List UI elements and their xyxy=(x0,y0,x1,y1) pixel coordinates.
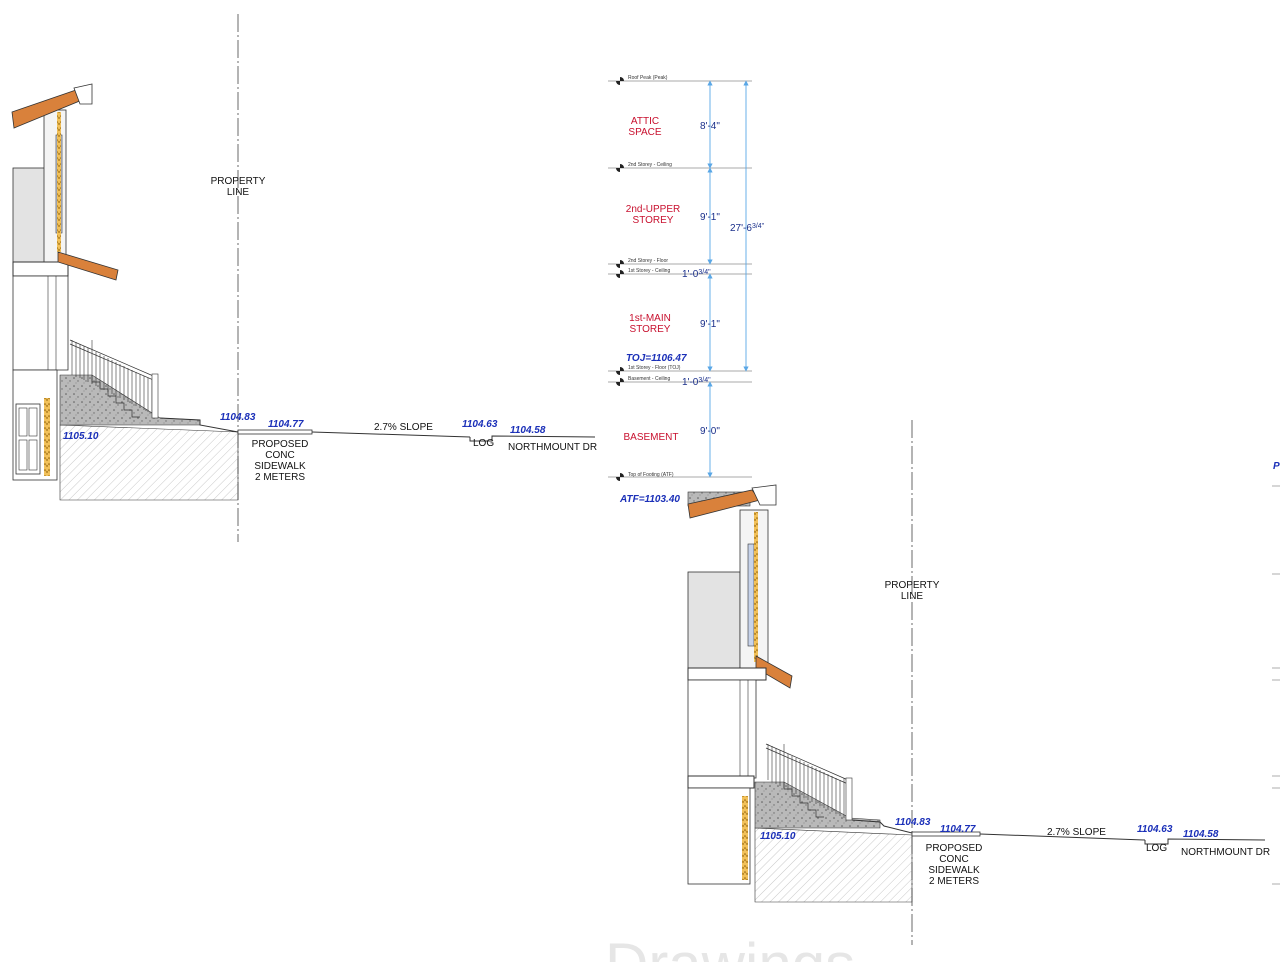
stair-railing xyxy=(71,340,157,416)
space-label: STOREY xyxy=(630,324,671,335)
sidewalk-label: CONC xyxy=(265,450,294,461)
deck-rafter xyxy=(755,655,793,689)
space-label: 2nd-UPPER xyxy=(626,204,680,215)
grade-fill xyxy=(754,827,913,903)
slope-label: 2.7% SLOPE xyxy=(374,422,433,433)
window xyxy=(747,543,755,647)
elevation-grade: 1105.10 xyxy=(63,431,99,442)
elevation-curb: 1104.83 xyxy=(895,817,931,828)
sidewalk-label: SIDEWALK xyxy=(928,865,980,876)
dim-label: 9'-1" xyxy=(700,212,720,223)
log-label: LOG xyxy=(473,438,494,449)
property-line-label: LINE xyxy=(227,187,250,198)
level-label: 1st Storey - Floor (TOJ) xyxy=(628,365,681,371)
space-label: 1st-MAIN xyxy=(629,313,671,324)
log-label: LOG xyxy=(1146,843,1167,854)
insulation xyxy=(57,112,61,252)
level-label: Basement - Ceiling xyxy=(628,376,670,382)
main-wall xyxy=(12,275,69,371)
dim-label: 9'-0" xyxy=(700,426,720,437)
level-label: 1st Storey - Ceiling xyxy=(628,268,670,274)
elevation-road: 1104.58 xyxy=(510,425,546,436)
floor-slab xyxy=(687,667,767,681)
property-line-label: PROPERTY xyxy=(885,580,940,591)
elevation-grade: 1105.10 xyxy=(760,831,796,842)
space-label: ATTIC xyxy=(631,116,659,127)
elevation-log: 1104.63 xyxy=(1137,824,1173,835)
property-line-label: LINE xyxy=(901,591,924,602)
main-wall xyxy=(687,679,757,779)
road-surface xyxy=(979,833,1146,841)
basement-insulation xyxy=(742,796,748,880)
elevation-road: 1104.58 xyxy=(1183,829,1219,840)
height-diagram: Roof Peak (Peak) 2nd Storey - Ceiling 2n… xyxy=(608,75,765,505)
watermark: Drawings xyxy=(605,931,855,962)
dim-label-total: 27'-63/4" xyxy=(730,223,765,234)
dim-label: 8'-4" xyxy=(700,121,720,132)
street-label: NORTHMOUNT DR xyxy=(1181,847,1270,858)
grade-fill xyxy=(59,424,239,501)
gravel-fill xyxy=(59,374,201,426)
space-label: STOREY xyxy=(633,215,674,226)
sidewalk-label: PROPOSED xyxy=(926,843,983,854)
upper-wall xyxy=(687,571,741,669)
floor-slab xyxy=(12,261,69,277)
sidewalk xyxy=(237,429,313,435)
level-label: 2nd Storey - Floor xyxy=(628,258,668,264)
dim-label: 1'-03/4" xyxy=(682,377,711,388)
insulation xyxy=(754,512,758,662)
door xyxy=(15,403,41,475)
dim-label: 9'-1" xyxy=(700,319,720,330)
sidewalk-label: 2 METERS xyxy=(929,876,979,887)
stair xyxy=(765,743,849,818)
sidewalk-label: CONC xyxy=(939,854,968,865)
floor-slab xyxy=(687,775,755,789)
level-label: Top of Footing (ATF) xyxy=(628,472,674,478)
space-label: BASEMENT xyxy=(623,432,678,443)
elevation-atf: ATF=1103.40 xyxy=(619,494,680,505)
level-label: 2nd Storey - Ceiling xyxy=(628,162,672,168)
sidewalk-label: SIDEWALK xyxy=(254,461,306,472)
sidewalk-label: 2 METERS xyxy=(255,472,305,483)
dim-label: 1'-03/4" xyxy=(682,269,711,280)
elevation-curb: 1104.83 xyxy=(220,412,256,423)
basement-insulation xyxy=(44,398,50,476)
left-section: PROPERTY LINE xyxy=(11,14,597,542)
level-label: Roof Peak (Peak) xyxy=(628,75,668,81)
upper-wall-frame xyxy=(43,109,67,266)
right-section: PROPERTY LINE xyxy=(687,420,1280,945)
elevation-sidewalk: 1104.77 xyxy=(268,419,304,430)
slope-label: 2.7% SLOPE xyxy=(1047,827,1106,838)
property-line-label: PROPERTY xyxy=(211,176,266,187)
deck-rafter xyxy=(57,251,119,281)
elevation-sidewalk: 1104.77 xyxy=(940,824,976,835)
basement-wall xyxy=(687,787,751,885)
space-label: SPACE xyxy=(628,127,661,138)
road-surface xyxy=(311,431,471,438)
sidewalk-label: PROPOSED xyxy=(252,439,309,450)
cropped-label: P xyxy=(1273,461,1280,472)
street-label: NORTHMOUNT DR xyxy=(508,442,597,453)
elevation-log: 1104.63 xyxy=(462,419,498,430)
elevation-toj: TOJ=1106.47 xyxy=(626,353,687,364)
stair-railing xyxy=(767,744,845,818)
